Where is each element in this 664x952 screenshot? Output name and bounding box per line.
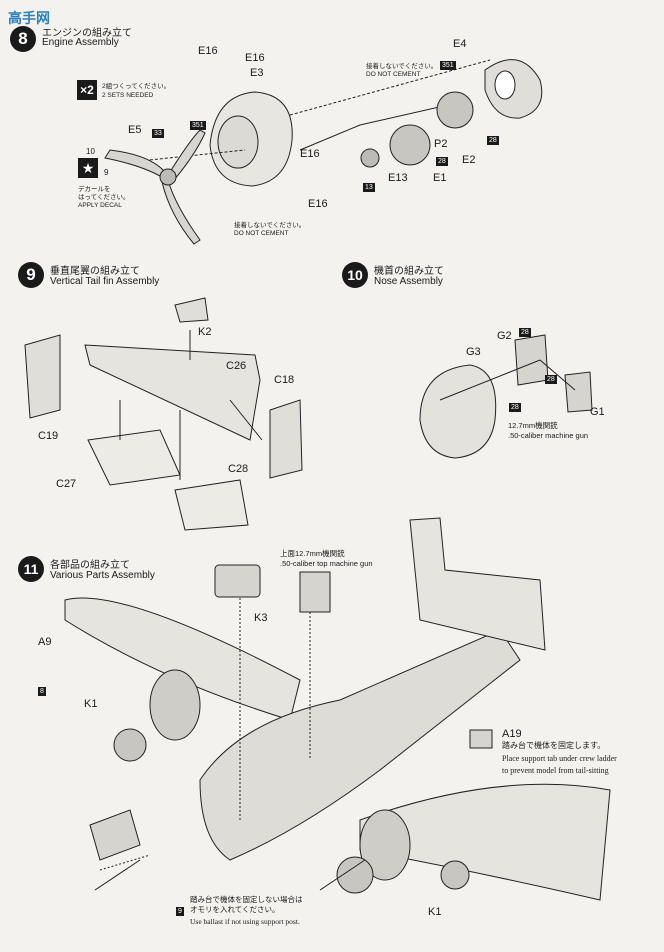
step9-title-jp: 垂直尾翼の組み立て xyxy=(50,266,140,277)
step11-number: 11 xyxy=(18,556,44,582)
ref-10: 10 xyxy=(86,147,95,156)
ref-28-n1: 28 xyxy=(519,328,531,337)
label-e16-4: E16 xyxy=(308,198,328,210)
ballast-note-jp1: 踏み台で機体を固定しない場合は xyxy=(190,895,303,904)
propeller-blade-3 xyxy=(161,179,201,245)
label-e3: E3 xyxy=(250,67,264,79)
ballast-note-en: Use ballast if not using support post. xyxy=(190,917,300,926)
topgun-note-jp: 上面12.7mm機関銃 xyxy=(280,549,345,558)
label-k3: K3 xyxy=(254,612,268,624)
label-c18: C18 xyxy=(274,374,295,386)
nocement-note-en-2: DO NOT CEMENT xyxy=(234,230,289,237)
step8-title-jp: エンジンの組み立て xyxy=(42,28,132,39)
label-k2: K2 xyxy=(198,326,212,338)
nose-glazing xyxy=(419,364,497,459)
decal-note-jp2: はってください。 xyxy=(78,194,130,201)
ref-28-b: 28 xyxy=(487,136,499,145)
step10-number: 10 xyxy=(342,262,368,288)
step10-title-en: Nose Assembly xyxy=(374,276,443,287)
propeller-blade-2 xyxy=(167,129,206,181)
label-e1: E1 xyxy=(433,172,447,184)
step9-title-en: Vertical Tail fin Assembly xyxy=(50,276,160,287)
label-k1-b: K1 xyxy=(428,906,442,918)
ref-13: 13 xyxy=(363,183,375,192)
label-a9: A9 xyxy=(38,636,52,648)
label-c27: C27 xyxy=(56,478,77,490)
ref-9: 9 xyxy=(104,168,109,177)
ref-28-n3: 28 xyxy=(509,403,521,412)
decal-note-en: APPLY DECAL xyxy=(78,202,122,209)
step11-title-jp: 各部品の組み立て xyxy=(50,560,130,571)
ref-8: 8 xyxy=(38,687,46,696)
ballast-note-jp2: オモリを入れてください。 xyxy=(190,905,280,914)
star-decal-icon: ★ xyxy=(78,158,98,178)
step8-number: 8 xyxy=(10,26,36,52)
ref-9-b: 9 xyxy=(176,907,184,916)
nose-gun-en: .50-caliber machine gun xyxy=(508,431,589,440)
label-c28: C28 xyxy=(228,463,249,475)
propeller-blade-1 xyxy=(104,149,166,177)
label-g1: G1 xyxy=(590,406,605,418)
x2-badge: ×2 xyxy=(77,80,97,100)
label-g2: G2 xyxy=(497,330,512,342)
step9-number: 9 xyxy=(18,262,44,288)
label-e5: E5 xyxy=(128,124,142,136)
support-note-en-1: Place support tab under crew ladder xyxy=(502,754,617,763)
ref-351-b: 351 xyxy=(190,121,206,130)
step10-title-jp: 機首の組み立て xyxy=(374,266,444,277)
support-note-jp: 踏み台で機体を固定します。 xyxy=(502,741,606,750)
x2-note-jp: 2組つくってください。 xyxy=(102,83,171,90)
label-p2: P2 xyxy=(434,138,448,150)
decal-note-jp1: デカールを xyxy=(78,186,111,193)
nose-gun-jp: 12.7mm機関銃 xyxy=(508,421,558,430)
label-a19: A19 xyxy=(502,728,522,740)
nocement-note-jp-1: 接着しないでください。 xyxy=(366,63,438,70)
step11-title-en: Various Parts Assembly xyxy=(50,570,155,581)
ref-351-a: 351 xyxy=(440,61,456,70)
support-note-en-2: to prevent model from tail-sitting xyxy=(502,766,609,775)
x2-note-en: 2 SETS NEEDED xyxy=(102,92,154,99)
ref-28-a: 28 xyxy=(436,157,448,166)
nocement-note-jp-2: 接着しないでください。 xyxy=(234,222,306,229)
label-c26: C26 xyxy=(226,360,247,372)
label-e4: E4 xyxy=(453,38,467,50)
label-e16-3: E16 xyxy=(300,148,320,160)
tail-fins xyxy=(409,517,546,651)
fuselage xyxy=(199,629,521,861)
label-e16-1: E16 xyxy=(198,45,218,57)
left-wing xyxy=(64,597,301,721)
right-wing xyxy=(359,783,611,901)
step8-title-en: Engine Assembly xyxy=(42,37,119,48)
label-e16-2: E16 xyxy=(245,52,265,64)
horizontal-stabilizer xyxy=(84,344,261,441)
nocement-note-en-1: DO NOT CEMENT xyxy=(366,71,421,78)
label-e13: E13 xyxy=(388,172,408,184)
topgun-note-en: .50-caliber top machine gun xyxy=(280,559,373,568)
label-g3: G3 xyxy=(466,346,481,358)
label-c19: C19 xyxy=(38,430,59,442)
label-e2: E2 xyxy=(462,154,476,166)
ref-33: 33 xyxy=(152,129,164,138)
ref-28-n2: 28 xyxy=(545,375,557,384)
watermark-logo: 高手网 xyxy=(8,10,50,26)
label-k1-a: K1 xyxy=(84,698,98,710)
